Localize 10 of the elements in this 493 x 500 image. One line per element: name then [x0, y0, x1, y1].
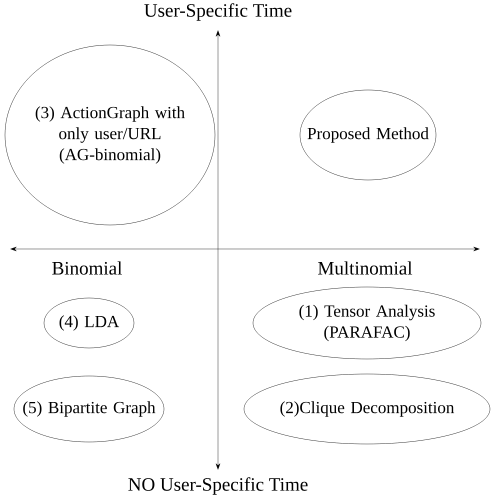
method-label: (2)Clique Decomposition — [280, 401, 454, 417]
axis-title: NO User-Specific Time — [126, 476, 310, 496]
method-label: (4) LDA — [60, 315, 120, 331]
method-label: (3) ActionGraph with only user/URL (AG-binomial) — [36, 106, 185, 164]
method-label: (1) Tensor Analysis (PARAFAC) — [299, 304, 435, 342]
axis-title: User-Specific Time — [142, 2, 294, 22]
axis-label: Multinomial — [316, 260, 414, 276]
method-label: Proposed Method — [308, 127, 429, 143]
axis-label: Binomial — [50, 260, 124, 276]
method-label: (5) Bipartite Graph — [23, 401, 156, 417]
